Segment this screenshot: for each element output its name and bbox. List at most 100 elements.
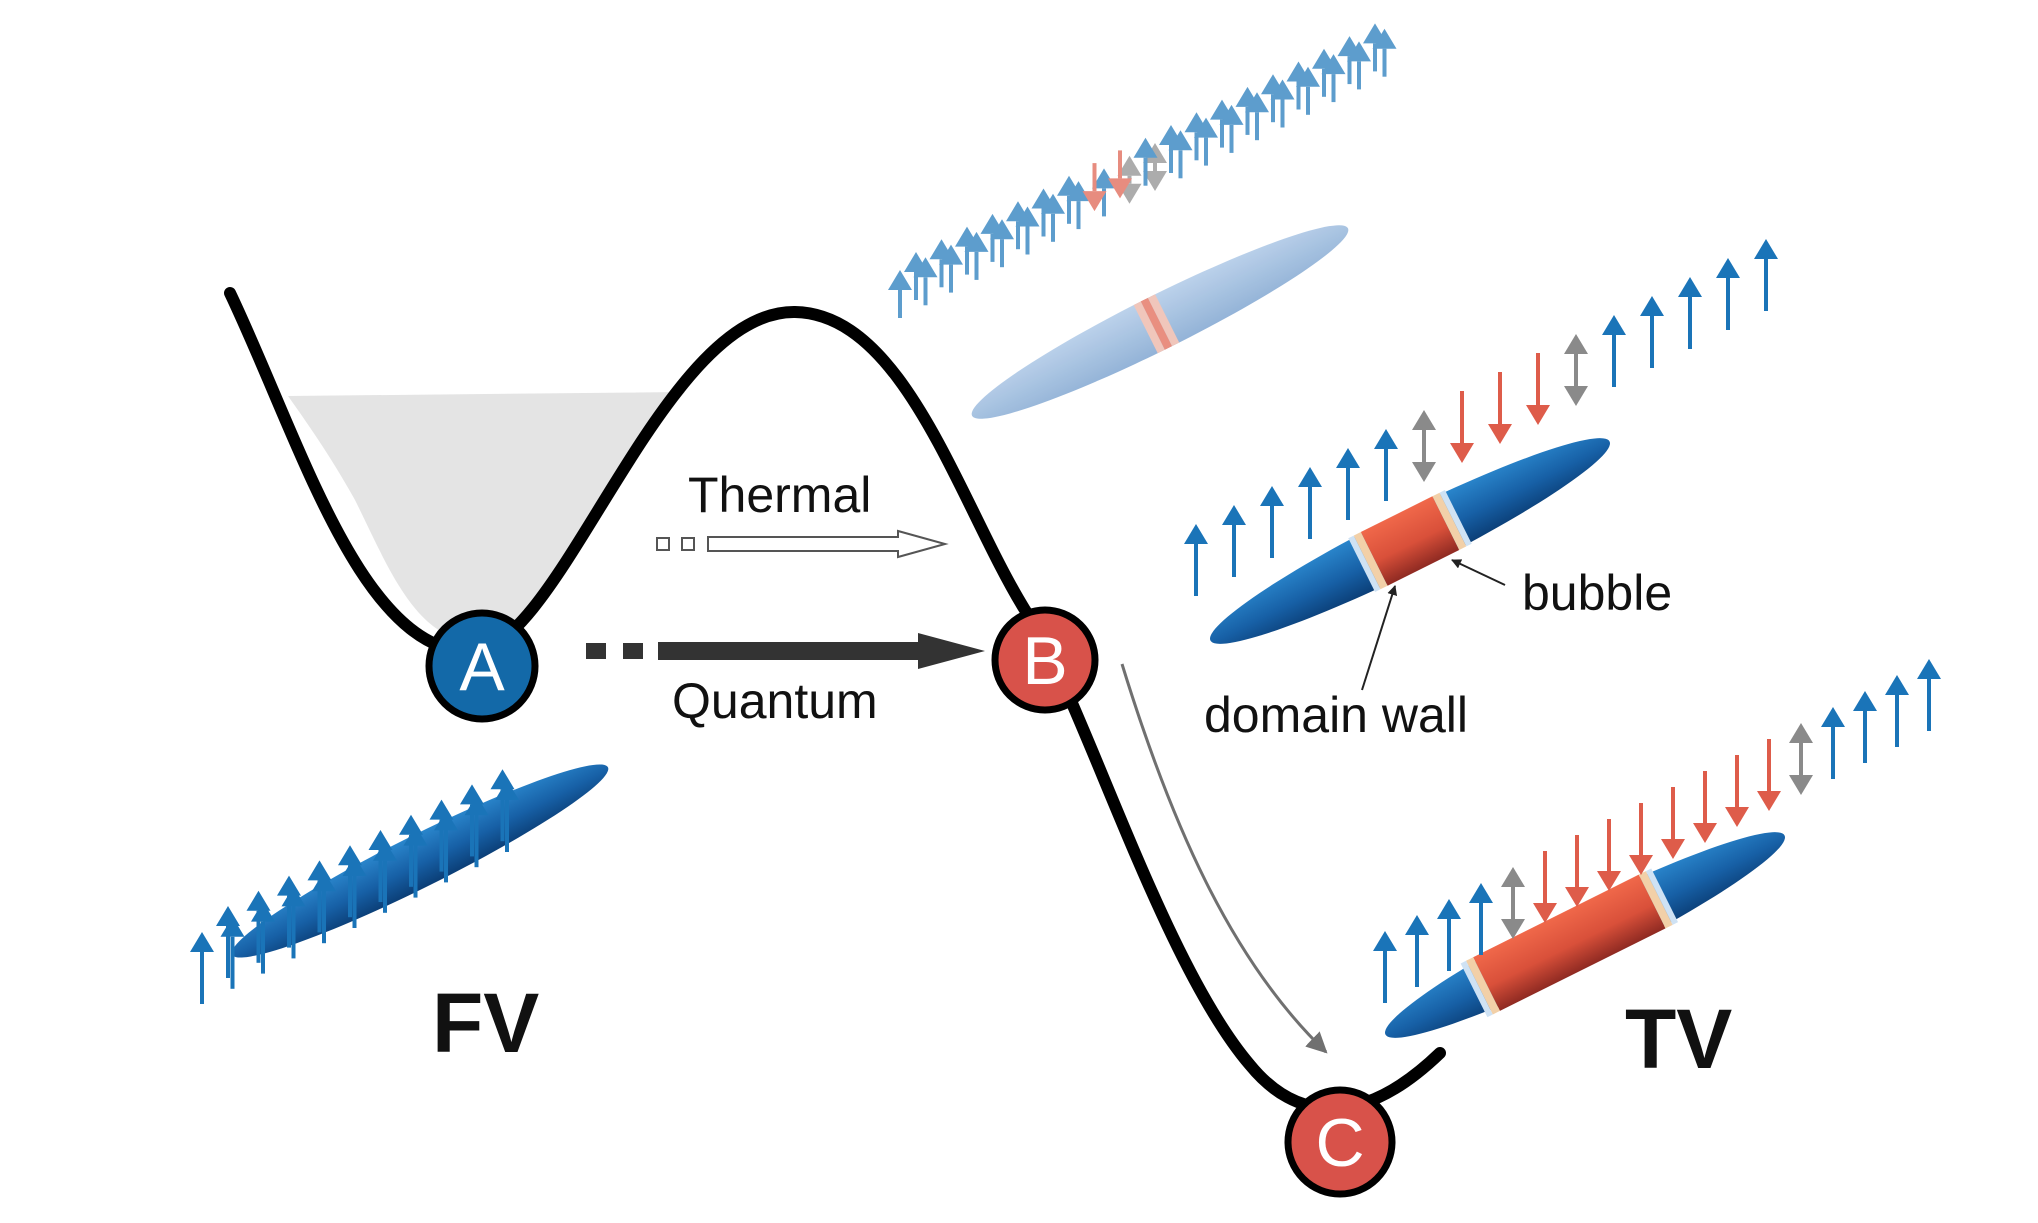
true-vacuum-label: TV bbox=[1625, 992, 1732, 1086]
up-arrow-icon bbox=[429, 799, 454, 872]
up-arrow-icon bbox=[1469, 883, 1493, 955]
spin-array-true-vacuum bbox=[1373, 659, 1941, 1003]
up-arrow-icon bbox=[980, 213, 1005, 262]
up-arrow-icon bbox=[190, 932, 214, 1004]
up-arrow-icon bbox=[1312, 48, 1336, 97]
state-node-c-label: C bbox=[1315, 1105, 1364, 1181]
up-arrow-icon bbox=[1270, 79, 1295, 128]
up-arrow-icon bbox=[939, 244, 963, 293]
up-arrow-icon bbox=[1437, 899, 1461, 971]
up-arrow-icon bbox=[1298, 467, 1322, 539]
up-arrow-icon bbox=[1337, 36, 1362, 85]
state-node-a-label: A bbox=[459, 629, 505, 705]
up-arrow-icon bbox=[1754, 239, 1778, 311]
down-arrow-icon bbox=[1725, 755, 1749, 827]
up-arrow-icon bbox=[216, 906, 240, 978]
state-node-a: A bbox=[425, 609, 539, 723]
down-arrow-icon bbox=[1450, 391, 1474, 463]
up-arrow-icon bbox=[1917, 659, 1941, 731]
up-arrow-icon bbox=[1336, 448, 1360, 520]
up-arrow-icon bbox=[1373, 931, 1397, 1003]
bubble-label: bubble bbox=[1522, 565, 1672, 621]
up-arrow-icon bbox=[1194, 117, 1218, 166]
up-arrow-icon bbox=[338, 845, 362, 918]
double-arrow-icon bbox=[1789, 723, 1813, 795]
up-arrow-icon bbox=[490, 769, 515, 842]
up-arrow-icon bbox=[888, 270, 912, 318]
up-arrow-icon bbox=[1678, 277, 1702, 349]
down-arrow-icon bbox=[1661, 787, 1685, 859]
up-arrow-icon bbox=[913, 257, 938, 306]
state-node-b-label: B bbox=[1022, 623, 1067, 699]
up-arrow-icon bbox=[277, 875, 301, 948]
spin-array-false-vacuum bbox=[190, 769, 519, 1004]
up-arrow-icon bbox=[1057, 175, 1081, 224]
up-arrow-icon bbox=[1184, 524, 1208, 596]
double-arrow-icon bbox=[1564, 334, 1588, 406]
up-arrow-icon bbox=[1853, 691, 1877, 763]
up-arrow-icon bbox=[1066, 181, 1091, 230]
false-vacuum-label: FV bbox=[432, 976, 539, 1070]
false-vacuum-well-fill bbox=[288, 392, 685, 640]
atom-cloud-thermal bbox=[971, 225, 1349, 419]
up-arrow-icon bbox=[1363, 23, 1387, 72]
atom-cloud-false-vacuum bbox=[231, 764, 609, 958]
up-arrow-icon bbox=[246, 890, 271, 963]
up-arrow-icon bbox=[929, 239, 954, 288]
down-arrow-icon bbox=[1108, 150, 1132, 199]
up-arrow-icon bbox=[964, 231, 989, 280]
up-arrow-icon bbox=[1006, 201, 1030, 250]
up-arrow-icon bbox=[1321, 54, 1346, 103]
state-node-c: C bbox=[1284, 1086, 1396, 1198]
up-arrow-icon bbox=[1286, 61, 1311, 110]
down-arrow-icon bbox=[1597, 819, 1621, 891]
double-arrow-icon bbox=[1143, 143, 1167, 191]
up-arrow-icon bbox=[1885, 675, 1909, 747]
domain-wall-pointer bbox=[1361, 585, 1398, 691]
up-arrow-icon bbox=[307, 860, 332, 933]
up-arrow-icon bbox=[1821, 707, 1845, 779]
potential-energy-curve bbox=[224, 287, 1446, 1115]
double-arrow-icon bbox=[1412, 410, 1436, 482]
up-arrow-icon bbox=[1210, 99, 1234, 148]
up-arrow-icon bbox=[990, 219, 1014, 268]
up-arrow-icon bbox=[1159, 125, 1183, 173]
relaxation-arrow bbox=[1120, 663, 1328, 1054]
up-arrow-icon bbox=[1222, 505, 1246, 577]
down-arrow-icon bbox=[1693, 771, 1717, 843]
down-arrow-icon bbox=[1526, 353, 1550, 425]
down-arrow-icon bbox=[1629, 803, 1653, 875]
double-arrow-icon bbox=[1501, 867, 1525, 939]
up-arrow-icon bbox=[1261, 74, 1285, 123]
up-arrow-icon bbox=[1716, 258, 1740, 330]
atom-cloud-true-vacuum bbox=[1385, 832, 1785, 1038]
down-arrow-icon bbox=[1488, 372, 1512, 444]
up-arrow-icon bbox=[1245, 92, 1269, 141]
up-arrow-icon bbox=[1184, 112, 1209, 161]
up-arrow-icon bbox=[1405, 915, 1429, 987]
thermal-label: Thermal bbox=[688, 467, 871, 523]
atom-cloud-bubble bbox=[1210, 438, 1610, 644]
down-arrow-icon bbox=[1565, 835, 1589, 907]
down-arrow-icon bbox=[1533, 851, 1557, 923]
state-node-b: B bbox=[991, 606, 1099, 714]
down-arrow-icon bbox=[1082, 163, 1107, 212]
down-arrow-icon bbox=[1757, 739, 1781, 811]
up-arrow-icon bbox=[1133, 137, 1158, 186]
up-arrow-icon bbox=[1347, 41, 1371, 90]
up-arrow-icon bbox=[1219, 104, 1244, 153]
up-arrow-icon bbox=[1168, 130, 1193, 179]
up-arrow-icon bbox=[460, 784, 484, 857]
spin-array-thermal bbox=[888, 23, 1397, 318]
domain-wall-label: domain wall bbox=[1204, 687, 1468, 743]
spin-array-bubble bbox=[1184, 239, 1778, 596]
up-arrow-icon bbox=[1260, 486, 1284, 558]
quantum-label: Quantum bbox=[672, 673, 878, 729]
up-arrow-icon bbox=[399, 814, 423, 887]
thermal-arrow bbox=[656, 529, 949, 559]
up-arrow-icon bbox=[1602, 315, 1626, 387]
up-arrow-icon bbox=[368, 830, 393, 902]
up-arrow-icon bbox=[1374, 429, 1398, 501]
